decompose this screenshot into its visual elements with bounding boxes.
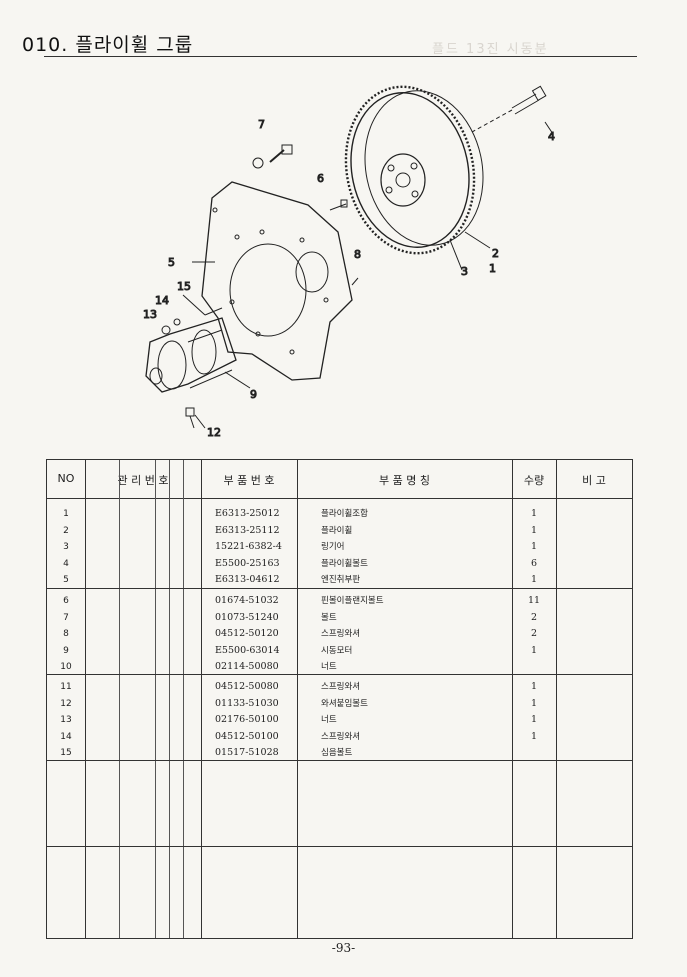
bolt-8 [351, 277, 359, 286]
table-header: NO 관 리 번 호 부 품 번 호 부 품 명 칭 수량 비 고 [47, 460, 632, 499]
title-rule [44, 56, 637, 57]
col-divider [119, 460, 120, 938]
group-separator [47, 846, 632, 847]
stud-bolt-15 [204, 307, 223, 316]
faint-header-text: 플드 13진 시동분 [432, 42, 549, 57]
flywheel-ring-gear [344, 85, 484, 255]
callout-13: 13 [143, 308, 157, 321]
col-divider [183, 460, 184, 938]
callout-12: 12 [207, 426, 221, 439]
col-divider [169, 460, 170, 938]
flywheel-bolt [471, 85, 547, 133]
spring-washer-8 [252, 157, 264, 169]
col-divider [512, 460, 513, 938]
exploded-parts-diagram: 1 2 3 4 5 6 7 8 9 12 13 14 15 [143, 85, 556, 440]
leader-15 [182, 294, 206, 316]
callout-8: 8 [354, 248, 361, 261]
col-divider [85, 460, 86, 938]
col-part-no: 부 품 번 호 [223, 474, 275, 487]
bolt-12-shank [189, 415, 195, 429]
bolt-6 [329, 203, 347, 211]
nut-13 [161, 325, 171, 335]
callout-14: 14 [155, 294, 169, 307]
leader-12 [194, 414, 206, 429]
leader-4 [544, 121, 554, 135]
leader-2 [464, 231, 491, 249]
callout-5: 5 [168, 256, 175, 269]
engine-mounting-plate [201, 181, 353, 381]
col-part-name: 부 품 명 칭 [379, 474, 430, 487]
callout-2: 2 [492, 247, 499, 260]
page-title: 010. 플라이휠 그룹 [22, 34, 194, 56]
leader-9 [224, 371, 251, 389]
group-separator [47, 674, 632, 675]
callout-4: 4 [548, 130, 555, 143]
col-divider [297, 460, 298, 938]
bolt-12 [185, 407, 195, 417]
callout-3: 3 [461, 265, 468, 278]
callout-9: 9 [250, 388, 257, 401]
callout-6: 6 [317, 172, 324, 185]
group-separator [47, 760, 632, 761]
col-no: NO [57, 472, 75, 485]
callout-15: 15 [177, 280, 191, 293]
callout-7: 7 [258, 118, 265, 131]
spring-washer-14 [173, 318, 181, 326]
col-divider [155, 460, 156, 938]
bolt-6-head [340, 199, 348, 208]
col-remark: 비 고 [582, 474, 606, 487]
callout-1: 1 [489, 262, 496, 275]
page-number: -93- [331, 941, 356, 955]
group-separator [47, 588, 632, 589]
col-divider [556, 460, 557, 938]
col-divider [201, 460, 202, 938]
leader-3 [449, 239, 463, 271]
bolt-7-head [281, 144, 293, 155]
starter-motor [145, 317, 237, 393]
col-qty: 수량 [523, 474, 545, 487]
bolt-7 [269, 149, 285, 163]
